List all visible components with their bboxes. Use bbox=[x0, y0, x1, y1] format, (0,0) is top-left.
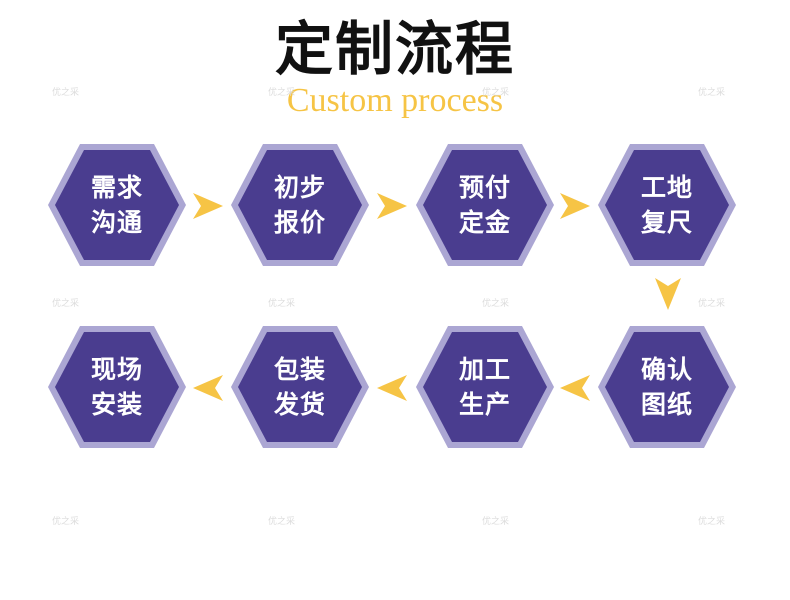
watermark: 优之采 bbox=[268, 517, 296, 527]
step-label: 确认 图纸 bbox=[640, 355, 693, 419]
hexagon-shape bbox=[416, 326, 554, 448]
arrow-down-icon bbox=[655, 278, 681, 314]
step-label: 预付 定金 bbox=[458, 173, 511, 237]
watermark: 优之采 bbox=[268, 88, 296, 98]
step-label: 现场 安装 bbox=[90, 355, 143, 419]
watermark: 优之采 bbox=[52, 299, 80, 309]
watermark: 优之采 bbox=[52, 88, 80, 98]
step-onsite-installation: 现场 安装 bbox=[47, 325, 187, 449]
arrow-right-icon bbox=[377, 193, 407, 223]
arrow-right-icon bbox=[193, 193, 223, 223]
hexagon-shape bbox=[598, 326, 736, 448]
step-deposit-payment: 预付 定金 bbox=[415, 143, 555, 267]
step-label: 需求 沟通 bbox=[90, 173, 143, 237]
watermark: 优之采 bbox=[698, 299, 726, 309]
step-confirm-drawings: 确认 图纸 bbox=[597, 325, 737, 449]
step-packing-shipping: 包装 发货 bbox=[230, 325, 370, 449]
arrow-right-icon bbox=[560, 193, 590, 223]
arrow-left-icon bbox=[560, 375, 590, 405]
watermark: 优之采 bbox=[268, 299, 296, 309]
step-processing-production: 加工 生产 bbox=[415, 325, 555, 449]
step-preliminary-quote: 初步 报价 bbox=[230, 143, 370, 267]
watermark: 优之采 bbox=[698, 517, 726, 527]
step-requirement-communication: 需求 沟通 bbox=[47, 143, 187, 267]
step-label: 工地 复尺 bbox=[640, 173, 693, 237]
hexagon-shape bbox=[598, 144, 736, 266]
watermark: 优之采 bbox=[482, 517, 510, 527]
hexagon-shape bbox=[231, 144, 369, 266]
watermark: 优之采 bbox=[52, 517, 80, 527]
page-title: 定制流程 bbox=[274, 15, 515, 83]
hexagon-shape bbox=[48, 144, 186, 266]
step-label: 包装 发货 bbox=[273, 355, 326, 419]
hexagon-shape bbox=[416, 144, 554, 266]
watermark: 优之采 bbox=[482, 88, 510, 98]
hexagon-shape bbox=[231, 326, 369, 448]
watermark: 优之采 bbox=[482, 299, 510, 309]
watermark: 优之采 bbox=[698, 88, 726, 98]
step-label: 初步 报价 bbox=[273, 173, 326, 237]
page-subtitle: Custom process bbox=[286, 82, 504, 119]
hexagon-shape bbox=[48, 326, 186, 448]
arrow-left-icon bbox=[377, 375, 407, 405]
step-site-measurement: 工地 复尺 bbox=[597, 143, 737, 267]
step-label: 加工 生产 bbox=[458, 355, 511, 419]
arrow-left-icon bbox=[193, 375, 223, 405]
